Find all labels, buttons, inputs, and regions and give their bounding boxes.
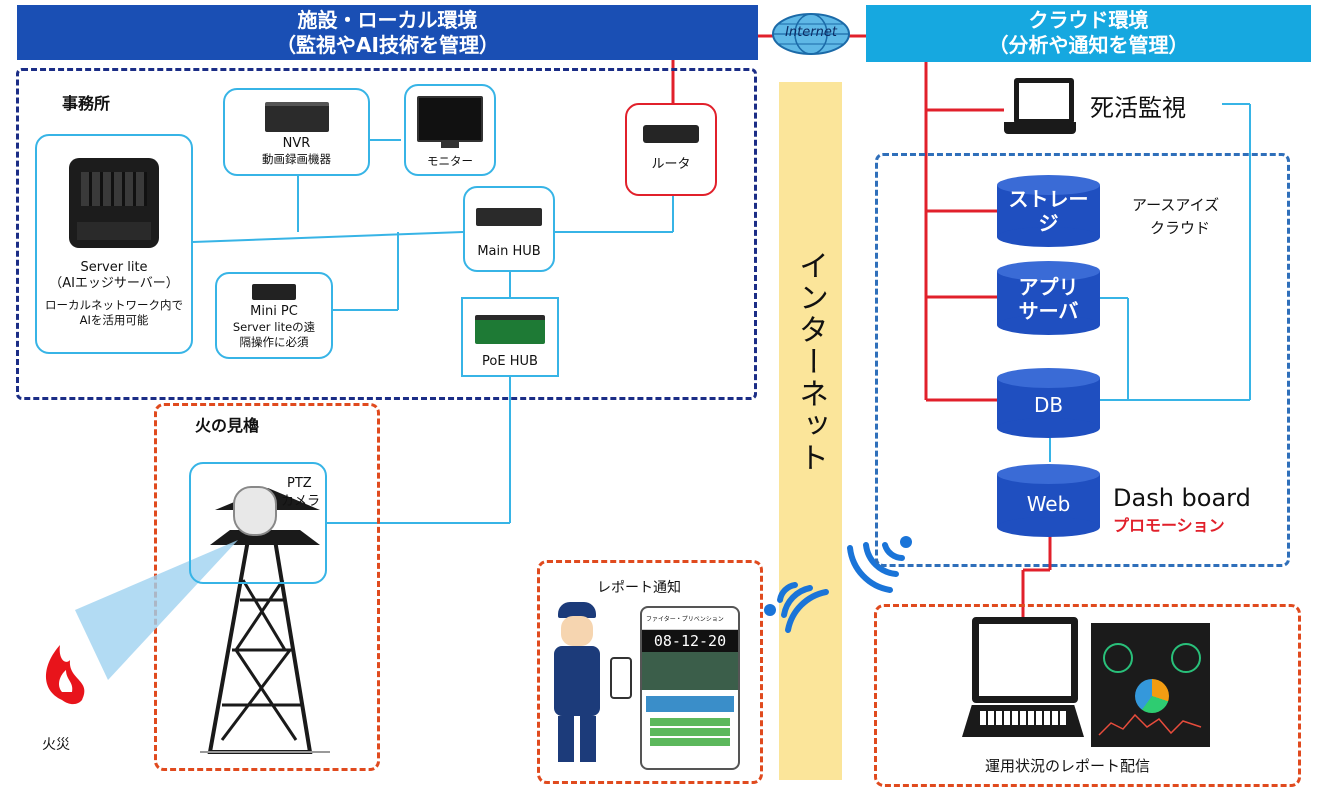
cloud-banner-line2: （分析や通知を管理） [988,33,1189,57]
poe-hub-box[interactable]: PoE HUB [461,297,559,377]
storage-line2: ジ [1038,211,1059,235]
ptz-camera-box[interactable]: PTZ カメラ [189,462,327,584]
fire-tower-title: 火の見櫓 [195,416,260,435]
mini-pc-desc1: Server liteの遠 [232,320,316,334]
cloud-name-line2: クラウド [1150,219,1211,237]
firefighter-illustration [548,600,606,770]
mini-pc-desc2: 隔操作に必須 [239,335,309,349]
db-cylinder[interactable]: DB [997,393,1100,417]
router-icon [643,125,699,143]
report-notification-area [537,560,763,784]
fire-label: 火災 [42,737,70,753]
cloud-environment-banner: クラウド環境 （分析や通知を管理） [866,5,1311,62]
server-lite-icon [69,158,159,248]
smartphone-icon [610,657,632,699]
internet-band-label: インターネット [793,250,828,474]
report-notification-title: レポート通知 [597,580,681,596]
monitor-icon [417,96,483,142]
storage-line1: ストレー [1008,187,1089,211]
main-hub-name: Main HUB [477,244,541,259]
monitor-box[interactable]: モニター [404,84,496,176]
report-delivery-area [874,604,1301,787]
ptz-camera-line1: PTZ [287,476,312,491]
server-lite-desc1: ローカルネットワーク内で [45,298,183,312]
promotion-label: プロモーション [1113,516,1225,535]
mini-pc-icon [252,284,296,300]
internet-globe-label: Internet [785,25,837,40]
app-server-cylinder[interactable]: アプリ サーバ [997,275,1100,323]
cloud-name-line1: アースアイズ [1132,196,1220,214]
storage-cylinder[interactable]: ストレー ジ [997,187,1100,235]
nvr-sub: 動画録画機器 [262,152,331,166]
app-server-line2: サーバ [1018,299,1079,323]
router-name: ルータ [651,157,691,172]
router-box[interactable]: ルータ [625,103,717,196]
tablet-header: ファイター・プリベンション [642,608,738,630]
office-area [16,68,757,400]
monitoring-laptop-icon [1004,78,1076,136]
office-title: 事務所 [62,94,111,113]
main-hub-box[interactable]: Main HUB [463,186,555,272]
cloud-banner-line1: クラウド環境 [1028,8,1149,32]
server-lite-sub: （AIエッジサーバー） [49,276,179,291]
main-hub-icon [476,208,542,226]
earth-eyes-cloud-area [875,153,1290,567]
local-banner-line2: （監視やAI技術を管理） [276,33,499,57]
web-cylinder[interactable]: Web [997,492,1100,516]
nvr-box[interactable]: NVR 動画録画機器 [223,88,370,176]
nvr-device-icon [264,102,329,132]
report-laptop-icon [958,617,1088,743]
ptz-camera-icon [233,486,277,536]
poe-hub-icon [475,315,545,344]
nvr-name: NVR [282,136,311,151]
report-tablet: ファイター・プリベンション 08-12-20 [640,606,740,770]
internet-globe-icon: Internet [771,12,851,57]
server-lite-desc2: AIを活用可能 [79,313,149,327]
monitoring-label: 死活監視 [1090,94,1186,122]
local-banner-line1: 施設・ローカル環境 [297,8,478,32]
server-lite-name: Server lite [80,260,148,275]
web-label: Web [1026,492,1071,516]
monitor-name: モニター [427,154,473,168]
local-environment-banner: 施設・ローカル環境 （監視やAI技術を管理） [17,5,758,60]
dashboard-screenshot [1091,623,1210,747]
mini-pc-name: Mini PC [250,304,298,319]
internet-band [779,82,842,780]
poe-hub-name: PoE HUB [482,354,538,369]
ptz-camera-line2: カメラ [281,494,321,509]
db-label: DB [1033,393,1064,417]
tablet-time: 08-12-20 [642,630,738,652]
dashboard-label: Dash board [1113,484,1251,512]
mini-pc-box[interactable]: Mini PC Server liteの遠 隔操作に必須 [215,272,333,359]
server-lite-box[interactable]: Server lite （AIエッジサーバー） ローカルネットワーク内で AIを… [35,134,193,354]
app-server-line1: アプリ [1018,275,1079,299]
report-delivery-label: 運用状況のレポート配信 [985,757,1151,775]
